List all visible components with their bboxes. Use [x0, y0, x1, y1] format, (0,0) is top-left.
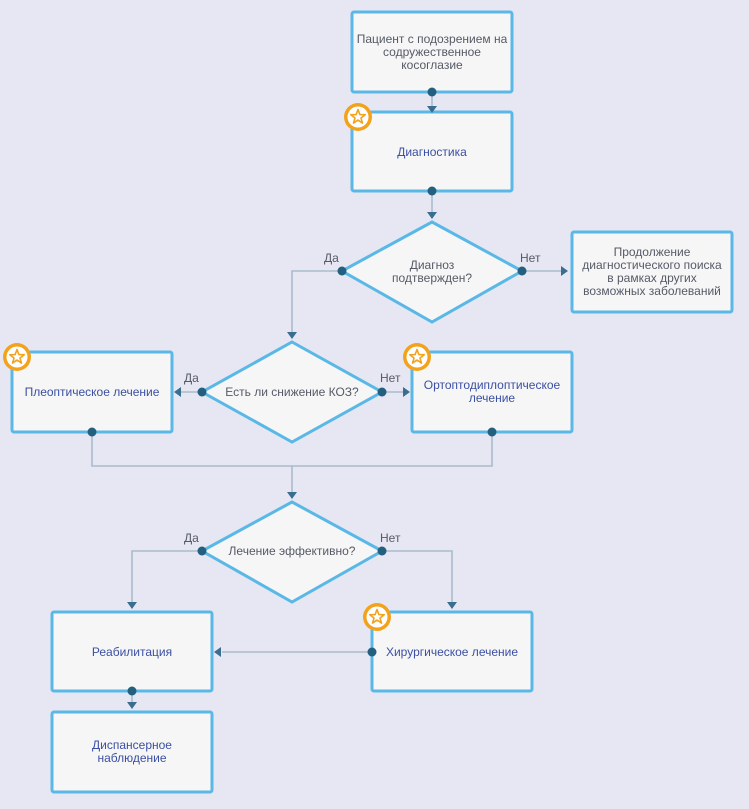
star-badge-icon: [343, 102, 373, 132]
arrowhead: [403, 387, 410, 397]
label-diagnosis-yes: Да: [324, 251, 339, 265]
node-continue-search[interactable]: Продолжение диагностического поиска в ра…: [570, 230, 734, 314]
label-koz-yes: Да: [184, 371, 199, 385]
node-orthoptic-label: Ортоптодиплоптическое лечение: [423, 378, 561, 405]
star-badge-icon: [402, 342, 432, 372]
connector-dot: [517, 266, 527, 276]
arrowhead: [427, 212, 437, 219]
connector-dot: [127, 686, 137, 696]
connector-dot: [487, 427, 497, 437]
label-diagnosis-no: Нет: [520, 251, 541, 265]
arrowhead: [127, 602, 137, 609]
node-continue-search-label: Продолжение диагностического поиска в ра…: [582, 245, 722, 298]
node-diagnosis-confirmed-label: Диагноз подтвержден?: [392, 258, 472, 285]
arrowhead: [561, 266, 568, 276]
label-effective-no: Нет: [380, 531, 401, 545]
connector-dot: [427, 87, 437, 97]
connector-dot: [377, 387, 387, 397]
connector-dot: [377, 546, 387, 556]
node-surgical[interactable]: Хирургическое лечение: [370, 610, 534, 693]
node-pleoptic-label: Плеоптическое лечение: [25, 385, 160, 399]
node-pleoptic[interactable]: Плеоптическое лечение: [10, 350, 174, 434]
connector-dot: [87, 427, 97, 437]
edge-effective-no: [382, 550, 453, 603]
node-koz-decrease-label: Есть ли снижение КОЗ?: [225, 385, 359, 399]
node-treatment-effective[interactable]: Лечение эффективно?: [198, 500, 386, 604]
arrowhead: [287, 332, 297, 339]
node-koz-decrease[interactable]: Есть ли снижение КОЗ?: [198, 340, 386, 444]
node-surgical-label: Хирургическое лечение: [386, 645, 518, 659]
connector-dot: [197, 546, 207, 556]
node-patient[interactable]: Пациент с подозрением на содружественное…: [350, 10, 514, 94]
edge-orthoptic-merge: [292, 432, 493, 467]
arrowhead: [174, 387, 181, 397]
connector-dots: [87, 87, 527, 696]
node-dispensary-label: Диспансерное наблюдение: [92, 738, 172, 765]
node-diagnostics[interactable]: Диагностика: [350, 110, 514, 193]
connector-dot: [427, 186, 437, 196]
arrowhead: [214, 647, 221, 657]
node-orthoptic[interactable]: Ортоптодиплоптическое лечение: [410, 350, 574, 434]
branch-labels: Да Нет Да Нет Да Нет: [184, 251, 541, 545]
edge-decision-yes: [291, 270, 342, 333]
node-treatment-effective-label: Лечение эффективно?: [229, 544, 356, 558]
node-rehabilitation-label: Реабилитация: [92, 645, 172, 659]
node-patient-label: Пациент с подозрением на содружественное…: [356, 31, 508, 72]
label-effective-yes: Да: [184, 531, 199, 545]
node-rehabilitation[interactable]: Реабилитация: [50, 610, 214, 693]
connector-dot: [367, 647, 377, 657]
edge-pleoptic-merge: [91, 432, 293, 493]
label-koz-no: Нет: [380, 371, 401, 385]
connector-dot: [337, 266, 347, 276]
edge-effective-yes: [131, 550, 202, 603]
arrowhead: [287, 492, 297, 499]
arrowheads: [127, 106, 568, 709]
arrowhead: [447, 602, 457, 609]
node-dispensary[interactable]: Диспансерное наблюдение: [50, 710, 214, 794]
star-badge-icon: [2, 342, 32, 372]
star-badge-icon: [362, 602, 392, 632]
arrowhead: [427, 106, 437, 113]
node-diagnostics-label: Диагностика: [397, 145, 467, 159]
connector-dot: [197, 387, 207, 397]
node-diagnosis-confirmed[interactable]: Диагноз подтвержден?: [338, 220, 526, 324]
arrowhead: [127, 702, 137, 709]
